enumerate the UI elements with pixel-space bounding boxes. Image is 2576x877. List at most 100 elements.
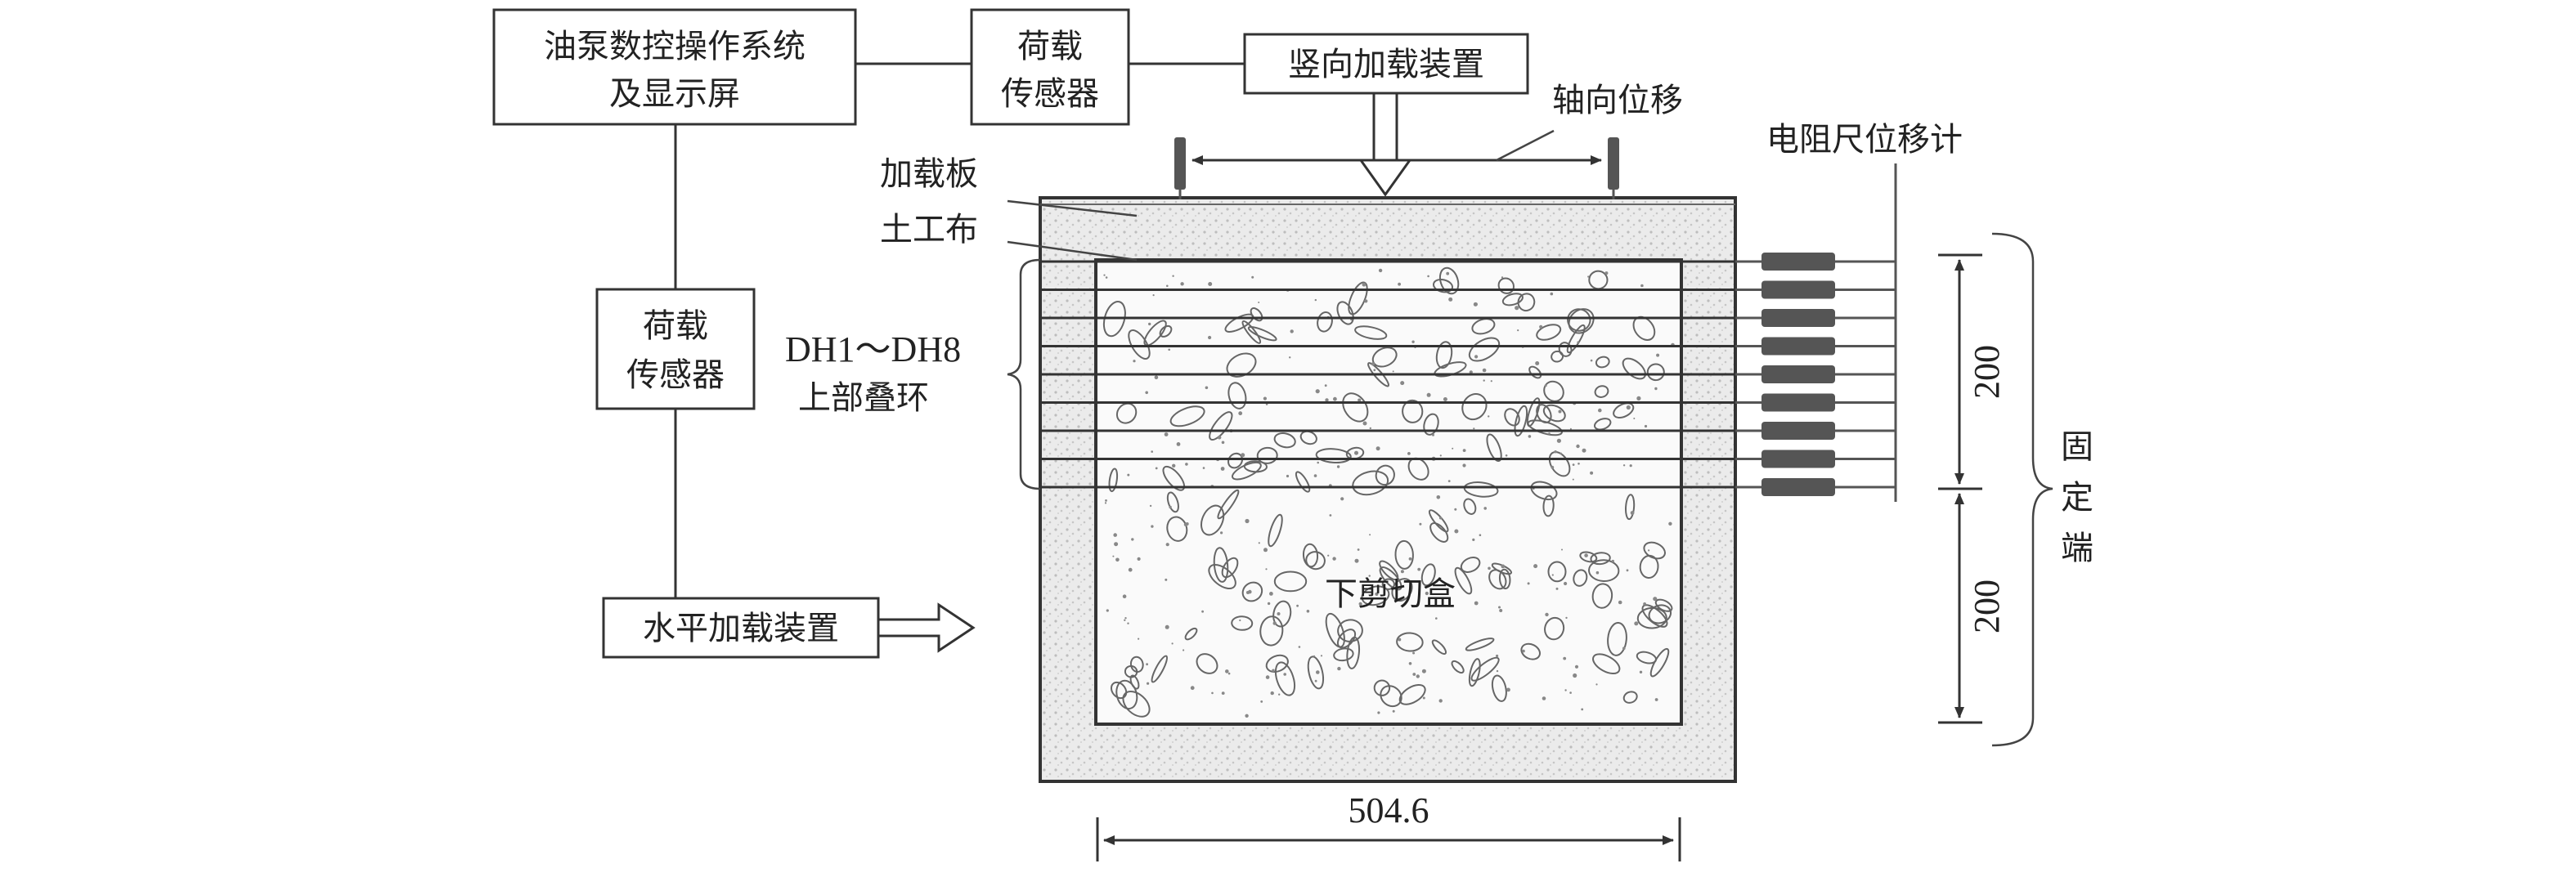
soil-grain xyxy=(1113,533,1117,537)
soil-particle xyxy=(1354,325,1388,340)
soil-particle xyxy=(1607,621,1627,656)
soil-grain xyxy=(1454,508,1457,511)
soil-grain xyxy=(1205,386,1209,390)
soil-particle xyxy=(1463,498,1477,515)
geotextile-leader xyxy=(1007,240,1138,262)
soil-grain xyxy=(1364,299,1368,303)
soil-particle xyxy=(1274,661,1296,696)
soil-particle xyxy=(1625,494,1636,521)
soil-grain xyxy=(1104,502,1107,504)
soil-grain xyxy=(1124,619,1126,621)
soil-grain xyxy=(1577,463,1580,465)
soil-grain xyxy=(1551,574,1554,576)
soil-grain xyxy=(1258,542,1260,544)
resistance-gauge-body xyxy=(1761,280,1835,299)
soil-grain xyxy=(1122,594,1127,598)
soil-particle xyxy=(1542,494,1555,517)
soil-grain xyxy=(1421,669,1426,673)
soil-grain xyxy=(1483,507,1487,510)
soil-grain xyxy=(1482,368,1487,373)
soil-particle xyxy=(1438,266,1460,295)
soil-grain xyxy=(1220,467,1225,471)
soil-particle xyxy=(1259,615,1284,647)
soil-grain xyxy=(1392,370,1394,373)
soil-grain xyxy=(1604,271,1609,275)
soil-grain xyxy=(1314,679,1317,682)
oil-pump-label-line1: 油泵数控操作系统 xyxy=(544,28,806,65)
soil-particle xyxy=(1333,647,1354,662)
soil-particle xyxy=(1169,405,1205,427)
soil-particle xyxy=(1636,606,1667,629)
soil-grain xyxy=(1133,360,1136,363)
soil-particle xyxy=(1542,404,1566,423)
soil-grain xyxy=(1112,555,1115,557)
soil-grain xyxy=(1554,450,1557,454)
soil-grain xyxy=(1426,392,1431,397)
soil-grain xyxy=(1313,474,1317,477)
soil-particle xyxy=(1122,691,1151,718)
soil-grain xyxy=(1217,435,1222,440)
soil-particle xyxy=(1273,570,1308,593)
soil-grain xyxy=(1408,662,1412,665)
soil-particle xyxy=(1315,448,1352,464)
soil-particle xyxy=(1622,691,1638,704)
soil-particle xyxy=(1646,363,1665,382)
fixed-end-char-3: 端 xyxy=(2061,530,2094,567)
soil-grain xyxy=(1124,617,1127,620)
soil-sample xyxy=(1094,258,1683,726)
soil-grain xyxy=(1490,380,1492,383)
soil-grain xyxy=(1145,391,1148,395)
load-sensor-left-line2: 传感器 xyxy=(626,356,725,394)
soil-grain xyxy=(1208,282,1213,286)
soil-grain xyxy=(1313,655,1316,657)
soil-grain xyxy=(1392,709,1395,713)
soil-grain xyxy=(1227,672,1231,675)
load-sensor-top-line2: 传感器 xyxy=(1001,75,1099,113)
lower-shear-box-label: 下剪切盒 xyxy=(1325,575,1456,613)
soil-particle xyxy=(1468,658,1481,687)
soil-grain xyxy=(1572,478,1574,481)
soil-particle xyxy=(1423,413,1439,436)
soil-grain xyxy=(1561,548,1563,551)
soil-grain xyxy=(1479,534,1482,536)
soil-grain xyxy=(1362,421,1367,426)
soil-grain xyxy=(1454,529,1459,534)
soil-grain xyxy=(1590,359,1593,362)
soil-grain xyxy=(1202,467,1205,469)
soil-grain xyxy=(1577,341,1579,344)
soil-grain xyxy=(1378,268,1383,273)
soil-particle xyxy=(1504,408,1520,427)
soil-grain xyxy=(1317,461,1319,464)
soil-grain xyxy=(1438,699,1443,703)
soil-particle xyxy=(1166,491,1179,513)
soil-grain xyxy=(1369,427,1372,430)
soil-grain xyxy=(1176,442,1181,446)
soil-particle xyxy=(1227,452,1243,469)
soil-grain xyxy=(1137,557,1141,562)
soil-grain xyxy=(1626,405,1631,410)
soil-particle xyxy=(1544,616,1565,641)
soil-grain xyxy=(1241,453,1245,458)
fixed-end-brace xyxy=(1991,232,2053,747)
soil-particle xyxy=(1520,642,1541,660)
soil-particle xyxy=(1654,598,1673,612)
soil-particle xyxy=(1530,481,1558,501)
soil-grain xyxy=(1668,521,1672,526)
soil-grain xyxy=(1172,463,1176,468)
soil-grain xyxy=(1572,463,1575,466)
soil-grain xyxy=(1320,655,1323,657)
soil-grain xyxy=(1425,591,1429,596)
soil-grain xyxy=(1488,566,1491,570)
soil-particle xyxy=(1361,585,1390,606)
soil-grain xyxy=(1427,275,1429,278)
soil-grain xyxy=(1354,558,1359,563)
soil-grain xyxy=(1576,444,1580,449)
soil-particle xyxy=(1367,362,1389,387)
soil-grain xyxy=(1371,362,1376,366)
soil-grain xyxy=(1515,306,1519,311)
resistance-gauge-body xyxy=(1761,365,1835,383)
soil-grain xyxy=(1435,617,1438,620)
soil-particle xyxy=(1573,569,1588,587)
soil-grain xyxy=(1248,589,1252,594)
soil-grain xyxy=(1166,284,1169,288)
